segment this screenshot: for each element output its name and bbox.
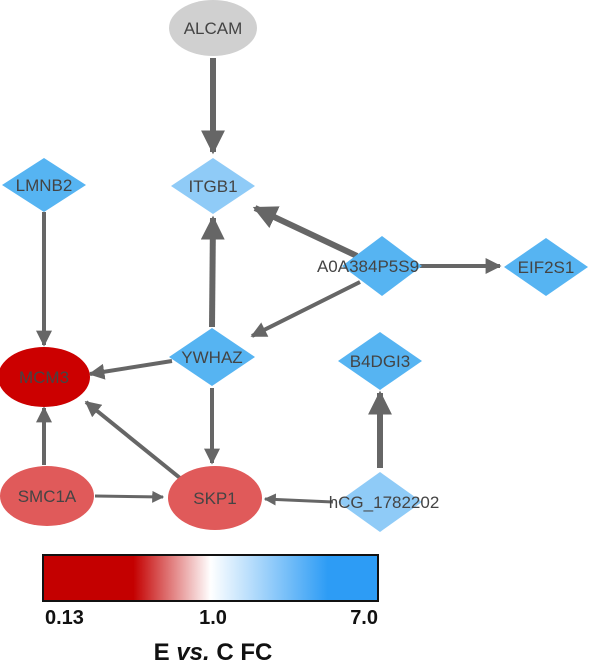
node-alcam[interactable]: ALCAM — [169, 0, 257, 56]
node-label-hcg-1782202: hCG_1782202 — [329, 493, 440, 512]
edges — [36, 58, 502, 506]
legend-title-pre: E — [154, 639, 177, 666]
node-label-alcam: ALCAM — [184, 19, 243, 38]
edge-skp1-mcm3 — [84, 400, 182, 480]
legend-tick-high: 7.0 — [350, 607, 378, 629]
node-label-itgb1: ITGB1 — [188, 177, 237, 196]
legend-tick-mid: 1.0 — [199, 607, 227, 629]
edge-a0a384p5s9-ywhaz — [250, 280, 361, 338]
edge-a0a384p5s9-itgb1 — [252, 205, 359, 259]
edge-hcg1782202-skp1 — [263, 493, 334, 506]
edge-ywhaz-mcm3 — [88, 359, 173, 380]
node-label-mcm3: MCM3 — [19, 368, 69, 387]
node-label-b4dgi3: B4DGI3 — [350, 352, 410, 371]
node-b4dgi3[interactable]: B4DGI3 — [338, 332, 422, 390]
node-skp1[interactable]: SKP1 — [168, 466, 262, 530]
edge-ywhaz-itgb1 — [200, 215, 225, 328]
node-label-lmnb2: LMNB2 — [16, 176, 73, 195]
legend-title-post: C FC — [210, 639, 273, 666]
legend-gradient-bar — [42, 554, 379, 602]
node-mcm3[interactable]: MCM3 — [0, 347, 90, 407]
node-label-skp1: SKP1 — [193, 489, 236, 508]
node-label-ywhaz: YWHAZ — [181, 348, 242, 367]
legend-title: E vs. C FC — [154, 639, 273, 666]
legend-tick-low: 0.13 — [45, 607, 84, 629]
node-label-a0a384p5s9: A0A384P5S9 — [317, 257, 419, 276]
node-smc1a[interactable]: SMC1A — [0, 466, 94, 526]
node-label-smc1a: SMC1A — [18, 487, 77, 506]
node-hcg-1782202[interactable]: hCG_1782202 — [329, 472, 440, 532]
node-label-eif2s1: EIF2S1 — [518, 258, 575, 277]
node-lmnb2[interactable]: LMNB2 — [2, 158, 86, 212]
legend-title-italic: vs. — [176, 639, 209, 666]
color-legend: 0.13 1.0 7.0 E vs. C FC — [42, 554, 379, 666]
node-ywhaz[interactable]: YWHAZ — [169, 328, 255, 386]
node-itgb1[interactable]: ITGB1 — [171, 158, 255, 214]
node-a0a384p5s9[interactable]: A0A384P5S9 — [317, 236, 422, 296]
edge-smc1a-skp1 — [94, 490, 165, 503]
node-eif2s1[interactable]: EIF2S1 — [504, 238, 588, 296]
